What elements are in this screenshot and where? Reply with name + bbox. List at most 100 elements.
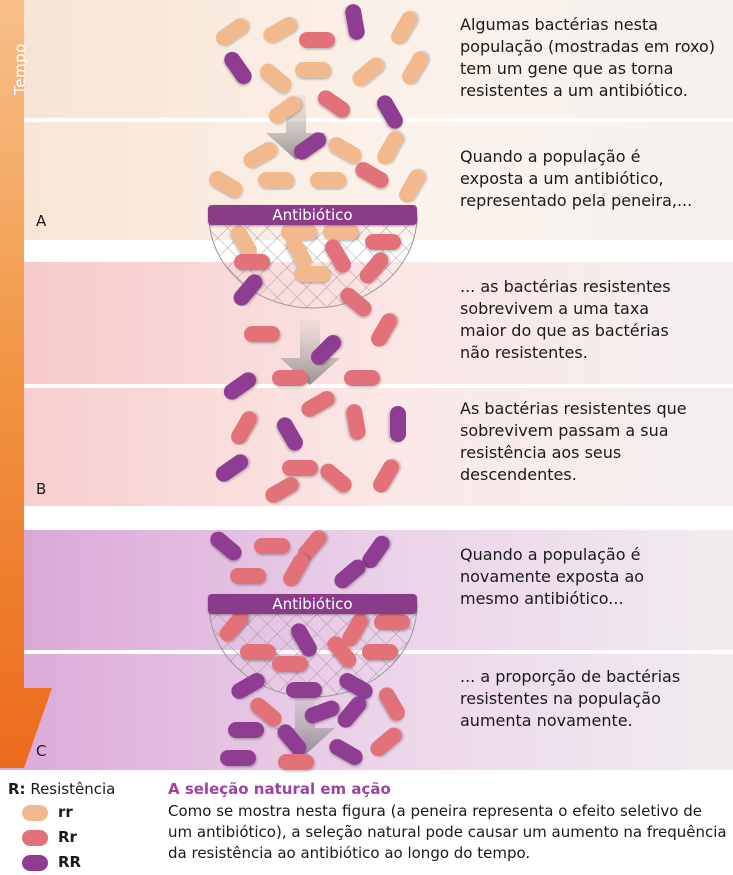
bacterium-Rr xyxy=(254,538,290,554)
bacterium-RR xyxy=(277,724,307,756)
bacterium-Rr xyxy=(219,610,249,642)
down-arrow-2 xyxy=(280,320,340,385)
bacterium-rr xyxy=(310,172,346,188)
bacterium-rr xyxy=(391,11,417,45)
caption-2: Quando a população é exposta a um antibi… xyxy=(460,147,693,210)
bacterium-rr xyxy=(286,235,312,269)
bacterium-Rr xyxy=(344,370,380,386)
bacterium-rr xyxy=(209,171,243,197)
stage-label-b: B xyxy=(36,480,47,498)
bacterium-RR xyxy=(337,696,367,728)
bacterium-Rr xyxy=(379,687,405,721)
sieve-label-a: Antibiótico xyxy=(208,205,417,225)
bacterium-RR xyxy=(224,51,252,85)
bacterium-Rr xyxy=(250,697,282,727)
bacterium-RR xyxy=(291,623,317,657)
caption-3: ... as bactérias resistentes sobrevivem … xyxy=(460,277,671,362)
bacterium-Rr xyxy=(244,326,280,342)
bacterium-Rr xyxy=(299,32,335,48)
legend-title: R: Resistência xyxy=(8,780,115,798)
bacterium-Rr xyxy=(340,287,372,317)
legend-label: RR xyxy=(58,853,82,871)
bacterium-RR xyxy=(210,531,242,561)
legend-item-rr: rr xyxy=(22,803,73,821)
bacterium-rr xyxy=(231,225,257,259)
sieve-label-c: Antibiótico xyxy=(208,594,417,614)
bacterium-Rr xyxy=(355,162,389,188)
bacterium-Rr xyxy=(234,254,270,270)
bacterium-Rr xyxy=(240,644,276,660)
bacterium-Rr xyxy=(283,553,309,587)
legend-title-bold: R: xyxy=(8,780,26,798)
bacteria-illustration xyxy=(208,4,428,770)
bacterium-rr xyxy=(258,172,294,188)
bacterium-RR xyxy=(293,132,327,160)
bacterium-Rr xyxy=(297,530,327,562)
bacterium-Rr xyxy=(282,460,318,476)
bacterium-Rr xyxy=(359,252,389,284)
bacterium-RR xyxy=(228,722,264,738)
bacterium-rr xyxy=(268,96,302,124)
bacterium-RR xyxy=(377,95,403,129)
legend-swatch-Rr xyxy=(22,829,48,846)
time-arrow xyxy=(0,0,52,768)
bacterium-rr xyxy=(243,142,277,168)
bacterium-RR xyxy=(231,673,265,699)
bacterium-Rr xyxy=(278,754,314,770)
band-stage-b-bottom xyxy=(0,388,733,506)
bacterium-rr xyxy=(352,57,384,87)
bacterium-Rr xyxy=(365,234,401,250)
bacterium-Rr xyxy=(231,411,257,445)
stage-label-a: A xyxy=(36,212,47,230)
bacterium-Rr xyxy=(346,404,366,440)
bacterium-rr xyxy=(260,63,292,93)
bacterium-Rr xyxy=(272,656,308,672)
bacterium-RR xyxy=(304,700,340,724)
caption-6: ... a proporção de bactérias resistentes… xyxy=(460,667,681,730)
legend-item-Rr: Rr xyxy=(22,828,77,846)
bacterium-Rr xyxy=(371,313,397,347)
bacterium-Rr xyxy=(230,568,266,584)
bacterium-RR xyxy=(215,454,249,482)
legend-title-text: Resistência xyxy=(25,780,116,798)
bacterium-Rr xyxy=(317,90,351,118)
legend-label: Rr xyxy=(58,828,77,846)
caption-5: Quando a população é novamente exposta a… xyxy=(460,545,645,608)
legend-swatch-rr xyxy=(22,804,48,821)
legend-item-RR: RR xyxy=(22,853,81,871)
bacterium-RR xyxy=(310,334,342,366)
legend-swatch-RR xyxy=(22,854,48,871)
legend-label: rr xyxy=(58,803,73,821)
bacterium-rr xyxy=(328,137,362,163)
bacterium-RR xyxy=(277,417,303,451)
bacterium-Rr xyxy=(373,459,399,493)
bacterium-Rr xyxy=(362,644,398,660)
bacterium-rr xyxy=(263,17,297,43)
bacterium-rr xyxy=(323,224,359,240)
bacterium-Rr xyxy=(272,370,308,386)
bacterium-RR xyxy=(339,673,373,699)
bacterium-rr xyxy=(377,131,403,165)
bacterium-rr xyxy=(215,18,249,46)
bacterium-RR xyxy=(220,750,256,766)
bacterium-Rr xyxy=(301,391,335,417)
bacterium-rr xyxy=(294,266,330,282)
bacterium-Rr xyxy=(342,613,368,647)
caption-4: As bactérias resistentes que sobrevivem … xyxy=(460,399,687,484)
footer-title: A seleção natural em ação xyxy=(168,780,391,798)
bacterium-Rr xyxy=(265,477,299,503)
footer-text: Como se mostra nesta figura (a peneira r… xyxy=(168,802,727,862)
bacterium-rr xyxy=(399,169,425,203)
stage-label-c: C xyxy=(36,742,47,760)
band-stage-a-top xyxy=(0,0,733,118)
caption-1: Algumas bactérias nesta população (mostr… xyxy=(460,15,716,100)
bacterium-rr xyxy=(295,62,331,78)
bacterium-RR xyxy=(233,274,263,306)
bacterium-Rr xyxy=(370,727,402,757)
bacterium-RR xyxy=(329,739,363,765)
bacterium-rr xyxy=(281,224,317,240)
bacterium-RR xyxy=(390,406,406,442)
bacterium-RR xyxy=(362,535,390,569)
bacterium-RR xyxy=(223,372,257,400)
bacterium-Rr xyxy=(374,614,410,630)
